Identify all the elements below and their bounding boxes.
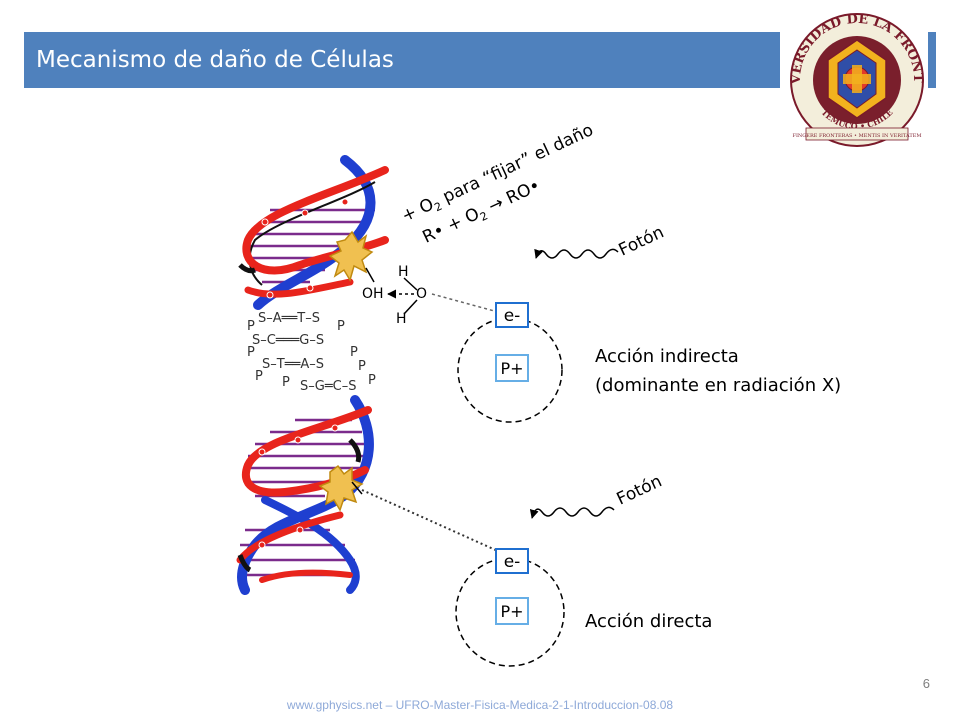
phosphate-label: P [247,345,255,360]
base-row-3: S–T══A–S [262,357,324,372]
proton-top [495,354,529,382]
logo-motto: FINGERE FRONTERAS • MENTIS IN VERITATEM [792,133,921,139]
photon-label-bottom: Fotón [614,471,665,509]
atom-bottom: e- P+ [455,548,565,667]
water-molecule: H O H OH [362,264,427,327]
oxygen-atom: O [416,286,427,302]
phosphate-label: P [337,319,345,334]
base-row-1: S–A══T–S [258,311,320,326]
electron-bottom [495,548,529,574]
direct-path-line [361,489,501,553]
photon-label-top: Fotón [616,222,667,260]
direct-action-label: Acción directa [585,611,712,632]
electron-bottom-label: e- [504,552,521,572]
hydrogen-top: H [398,264,409,280]
damage-burst-bottom [318,464,364,512]
base-row-2: S–C═══G–S [252,333,324,348]
dna-helix-bottom [236,395,374,595]
indirect-action-label: Acción indirecta [595,346,739,367]
university-logo: UNIVERSIDAD DE LA FRONTERA TEMUCO • CHIL… [786,10,925,147]
electron-top-label: e- [504,306,521,326]
proton-top-label: P+ [500,359,523,378]
oxygen-annotation: + O2 para “fijar” el daño R• + O2 → RO• [399,120,597,248]
photon-wave-bottom [529,506,615,519]
indirect-action-subtitle: (dominante en radiación X) [595,375,841,396]
damage-pointer [351,481,363,495]
slide-title: Mecanismo de daño de Células [36,47,394,73]
phosphate-label: P [247,319,255,334]
phosphate-label: P [350,345,358,360]
base-pair-schematic: S–A══T–S S–C═══G–S S–T══A–S S–G═C–S P P … [247,311,376,394]
title-bar: Mecanismo de daño de Células [24,32,780,88]
dna-helix-top [238,155,389,310]
photon-wave-top [534,248,619,259]
hydrogen-bottom: H [396,311,407,327]
page-number: 6 [922,676,930,691]
proton-bottom [495,597,529,625]
hydroxyl-radical: OH [362,286,384,302]
footer-text: www.gphysics.net – UFRO-Master-Fisica-Me… [286,698,674,712]
title-accent [928,32,936,88]
proton-bottom-label: P+ [500,602,523,621]
indirect-path-line [431,293,499,313]
damage-burst-top [328,230,374,282]
phosphate-label: P [368,373,376,388]
phosphate-label: P [358,359,366,374]
electron-top [495,302,529,328]
phosphate-label: P [255,369,263,384]
phosphate-label: P [282,375,290,390]
atom-top: e- P+ [457,302,563,423]
base-row-4: S–G═C–S [300,379,356,394]
